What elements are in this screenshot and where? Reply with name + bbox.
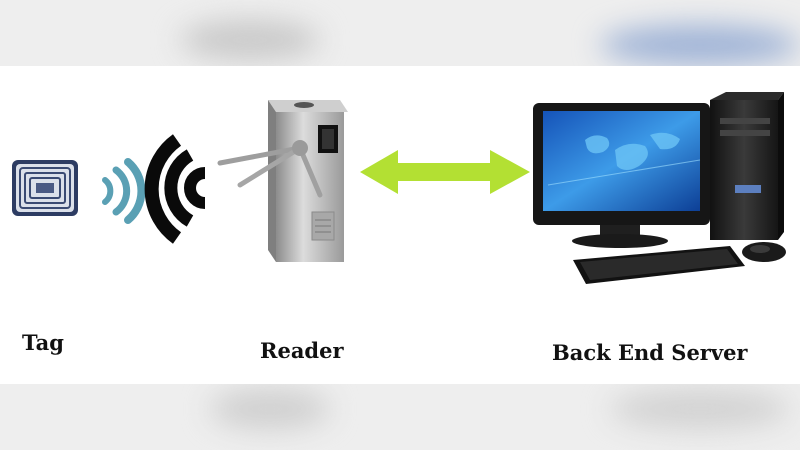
wireless-signal-icon bbox=[102, 158, 146, 224]
turnstile-reader-icon bbox=[217, 100, 348, 262]
rfid-tag-icon bbox=[12, 160, 78, 216]
large-signal-icon bbox=[144, 134, 206, 244]
top-blurred-band bbox=[0, 0, 800, 66]
server-label: Back End Server bbox=[552, 340, 748, 365]
tag-label: Tag bbox=[22, 330, 64, 355]
desktop-computer-icon bbox=[533, 92, 786, 284]
reader-label: Reader bbox=[260, 338, 344, 363]
bidirectional-arrow-icon bbox=[360, 150, 530, 194]
bottom-blurred-band bbox=[0, 384, 800, 450]
